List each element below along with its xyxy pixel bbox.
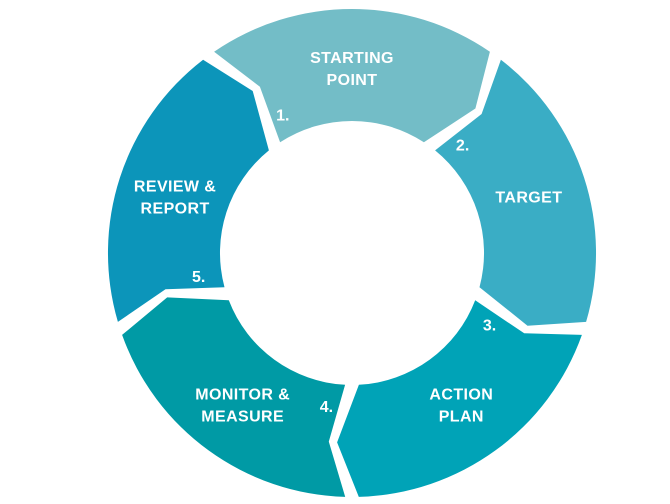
segment-number-action-plan: 3. (483, 318, 496, 335)
segment-label-starting-point: STARTING POINT (310, 50, 394, 89)
segment-label-line: REPORT (141, 201, 210, 218)
segment-label-line: STARTING (310, 50, 394, 67)
segment-label-review-report: REVIEW & REPORT (134, 179, 216, 218)
segment-label-line: TARGET (495, 190, 562, 207)
segment-starting-point (214, 8, 490, 143)
segment-number-monitor-measure: 4. (320, 399, 333, 416)
segment-label-target: TARGET (495, 190, 562, 207)
segment-label-line: REVIEW & (134, 179, 216, 196)
segment-number-target: 2. (456, 137, 469, 154)
segment-label-line: POINT (327, 72, 378, 89)
segment-review-report (107, 59, 269, 322)
segment-monitor-measure (122, 297, 346, 497)
segment-label-line: MEASURE (201, 409, 284, 426)
segment-label-action-plan: ACTION PLAN (429, 387, 493, 426)
segment-label-monitor-measure: MONITOR & MEASURE (195, 387, 290, 426)
segment-label-line: PLAN (439, 409, 484, 426)
segment-label-line: MONITOR & (195, 387, 290, 404)
segment-number-review-report: 5. (192, 269, 205, 286)
segment-target (435, 59, 597, 326)
segment-action-plan (337, 300, 582, 497)
segment-label-line: ACTION (429, 387, 493, 404)
segment-number-starting-point: 1. (276, 107, 289, 124)
